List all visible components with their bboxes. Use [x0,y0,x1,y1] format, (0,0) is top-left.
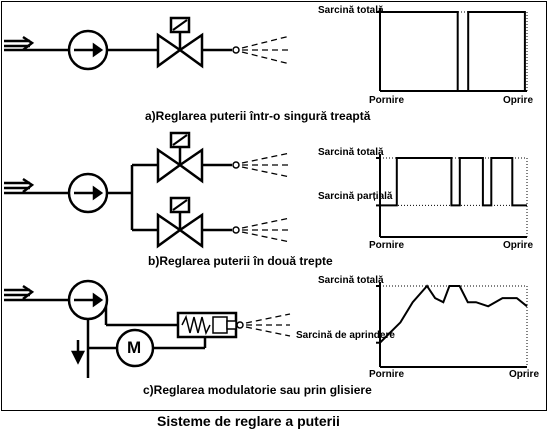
x-label-start: Pornire [369,95,405,106]
y-label-full-load: Sarcină totală [318,5,384,16]
x-label-start: Pornire [369,240,405,251]
panel-c-schematic [4,279,238,378]
diagram-frame [1,1,547,411]
load-profile-line [379,284,528,344]
pump-icon [67,172,109,214]
inlet-arrow-icon [4,35,35,51]
x-label-stop: Oprire [503,240,534,251]
figure-title: Sisteme de reglare a puterii [157,413,340,429]
pump-icon [67,29,109,71]
nozzle-spray-icon [232,217,291,243]
y-label-full-load: Sarcină totală [318,275,384,286]
y-label-full-load: Sarcină totală [318,147,384,158]
nozzle-spray-icon [232,152,291,178]
load-profile-line [380,157,527,207]
y-label-partial-load: Sarcină parțială [318,191,393,202]
valve-icon [156,16,204,69]
return-arrow-icon [70,340,86,365]
x-label-stop: Oprire [509,369,540,380]
valve-icon [156,131,204,184]
panel-a-schematic [4,16,232,71]
motor-label: M [127,338,142,357]
modulating-valve-icon [176,311,238,339]
inlet-arrow-icon [4,177,35,193]
pump-icon [67,279,109,321]
x-label-start: Pornire [369,369,405,380]
motor-icon [115,328,155,368]
caption-c: c)Reglarea modulatorie sau prin glisiere [143,383,372,397]
x-label-stop: Oprire [503,95,534,106]
load-profile-line [379,11,526,92]
y-label-ignition-load: Sarcină de aprindere [296,330,395,341]
caption-a: a)Reglarea puterii într-o singură treapt… [145,109,371,123]
chart-series [379,11,528,344]
nozzle-spray-icon [232,35,291,65]
inlet-arrow-icon [4,284,35,300]
caption-b: b)Reglarea puterii în două trepte [148,254,333,268]
panel-b-schematic [4,131,232,249]
nozzle-spray-icon [236,313,291,337]
valve-icon [156,196,204,249]
